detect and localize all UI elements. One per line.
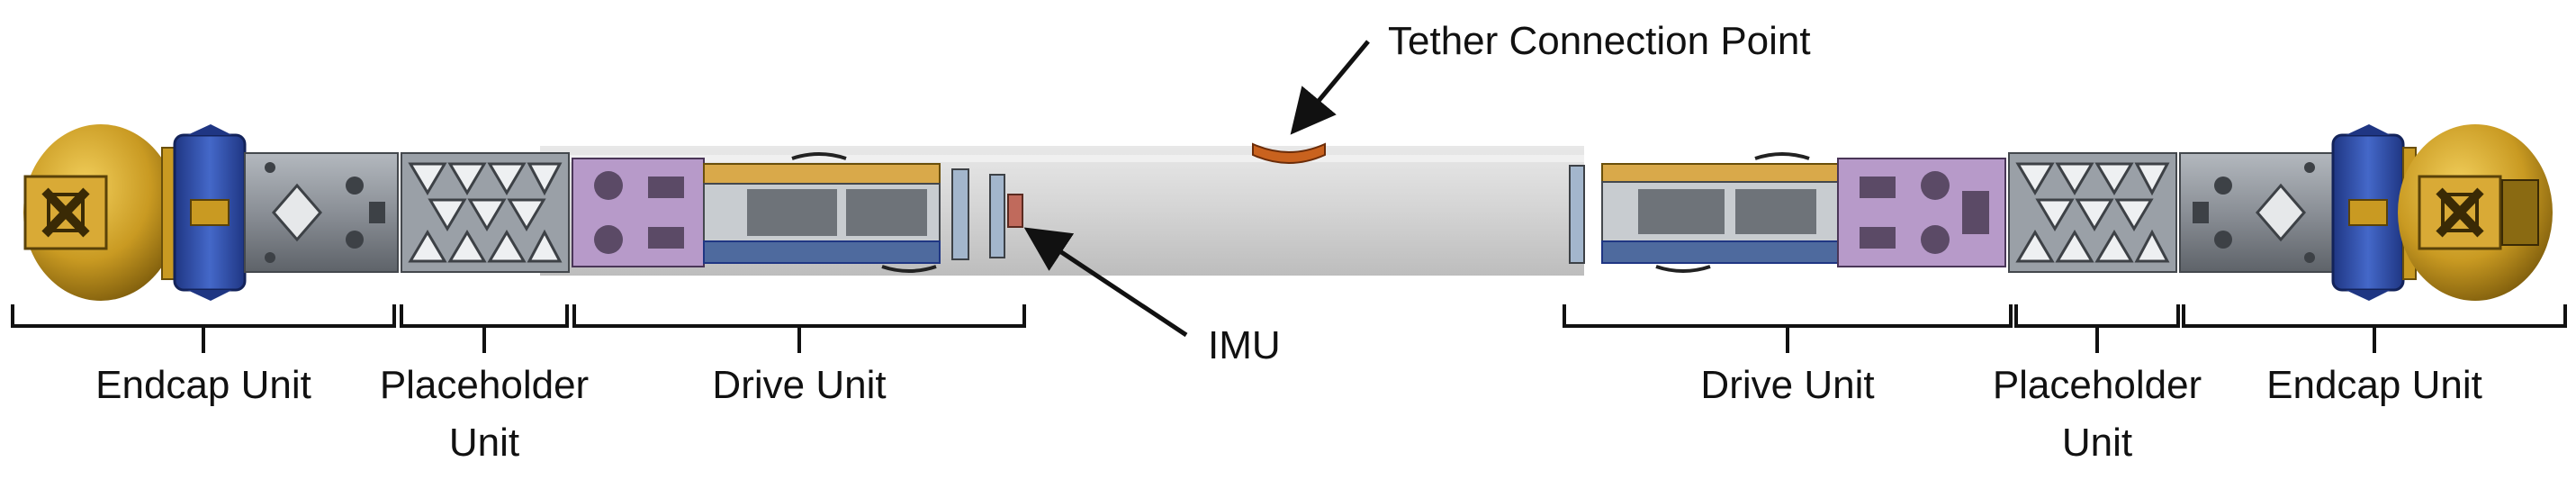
brace-left-endcap bbox=[11, 304, 396, 353]
brace-right-drive bbox=[1563, 304, 2013, 353]
imu-sensor bbox=[1007, 194, 1023, 228]
tether-arrow bbox=[1290, 40, 1370, 135]
tube-highlight bbox=[540, 155, 1584, 162]
left-drive-unit bbox=[572, 158, 705, 267]
tether-connection-point bbox=[1252, 142, 1326, 164]
imu-label: IMU bbox=[1208, 323, 1281, 367]
unit-braces bbox=[11, 304, 2567, 353]
right-drive-unit-label: Drive Unit bbox=[1700, 363, 1875, 407]
brace-left-placeholder bbox=[400, 304, 569, 353]
left-endcap-unit-label: Endcap Unit bbox=[95, 363, 311, 407]
right-endcap-unit-label: Endcap Unit bbox=[2266, 363, 2482, 407]
left-drive-unit-label: Drive Unit bbox=[712, 363, 887, 407]
tether-connection-label: Tether Connection Point bbox=[1388, 19, 1811, 63]
left-placeholder-unit-label: Placeholder Unit bbox=[379, 363, 590, 465]
brace-left-drive bbox=[572, 304, 1026, 353]
brace-right-placeholder bbox=[2014, 304, 2180, 353]
brace-right-endcap bbox=[2182, 304, 2567, 353]
right-placeholder-unit-label: Placeholder Unit bbox=[1992, 363, 2202, 465]
imu-arrow bbox=[1023, 227, 1188, 338]
